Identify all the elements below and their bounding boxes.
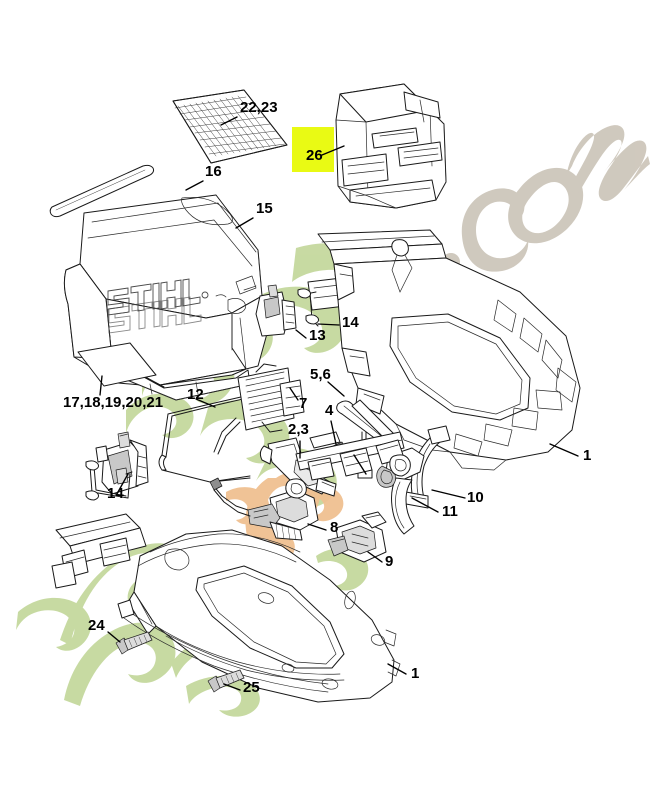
- callout-26: 26: [306, 147, 323, 164]
- part-7-spring-assembly: [213, 363, 305, 455]
- part-25-screw: [207, 669, 245, 693]
- part-26-filter-cover: [335, 83, 447, 209]
- stihl-logo-emboss: [107, 278, 209, 334]
- part-24-screw: [115, 631, 153, 655]
- part-8-switch-module: [209, 477, 319, 541]
- highlight-box-part-26: [292, 127, 334, 172]
- callout-17-21: 17,18,19,20,21: [63, 394, 163, 411]
- callout-14-upper: 14: [342, 314, 359, 331]
- callout-13-upper: 13: [309, 327, 326, 344]
- callout-2-3: 2,3: [288, 421, 309, 438]
- part-13-lower-bracket: [95, 431, 149, 495]
- callout-5-6: 5,6: [310, 366, 331, 383]
- callout-8: 8: [330, 519, 338, 536]
- callout-11: 11: [442, 503, 458, 520]
- part-13-bracket: [255, 284, 297, 337]
- callout-16: 16: [205, 163, 222, 180]
- callout-12: 12: [187, 386, 204, 403]
- callout-15: 15: [256, 200, 273, 217]
- part-22-23-filter-screen: [172, 89, 288, 164]
- part-linkage-bar: [295, 431, 411, 481]
- callout-14-lower: 14: [107, 485, 124, 502]
- part-17-21-gasket-plate: [77, 342, 157, 387]
- callout-labels: 22,23 16 15 26 13 14 17,18,19,20,21 12 7…: [63, 99, 591, 696]
- callout-7: 7: [299, 395, 307, 412]
- callout-4: 4: [325, 402, 334, 419]
- callout-1-upper: 1: [583, 447, 591, 464]
- part-9-trigger-switch: [327, 511, 387, 563]
- callout-10: 10: [467, 489, 484, 506]
- callout-24: 24: [88, 617, 105, 634]
- part-14-wire-clip-upper: [297, 288, 319, 327]
- part-16-seal-strip: [49, 164, 155, 218]
- watermark-dot-com: [442, 125, 650, 272]
- part-14-wire-clip-lower: [85, 460, 133, 501]
- callout-22-23: 22,23: [240, 99, 278, 116]
- leader-lines: [99, 116, 579, 691]
- part-10-lever-hook: [405, 425, 451, 509]
- part-1-housing-left: [51, 513, 401, 703]
- callout-9: 9: [385, 553, 393, 570]
- part-1-housing-right: [307, 229, 581, 471]
- callout-25: 25: [243, 679, 260, 696]
- callout-1-lower: 1: [411, 665, 419, 682]
